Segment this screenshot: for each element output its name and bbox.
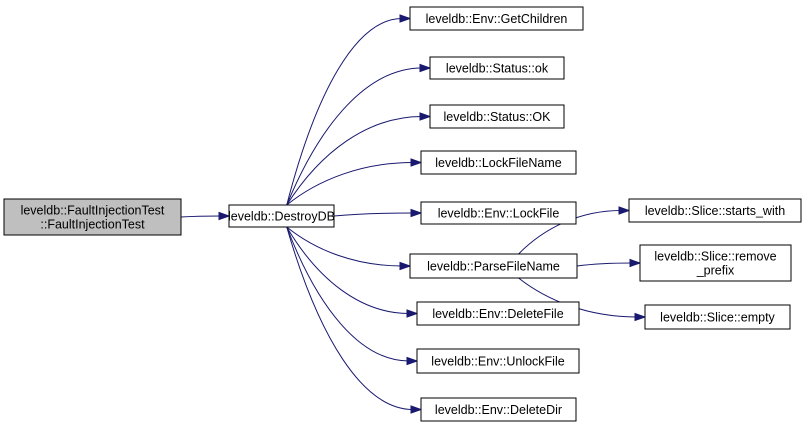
arrowhead [406, 309, 419, 318]
edge-destroydb-to-status-ok-upper [286, 116, 423, 206]
node-box[interactable] [429, 56, 565, 80]
node-box[interactable] [228, 204, 335, 228]
node-box[interactable] [628, 198, 802, 223]
node-box[interactable] [644, 304, 791, 330]
node-label-line: leveldb::LockFileName [435, 156, 561, 170]
node-box[interactable] [416, 301, 580, 326]
node-label-line: leveldb::Status::ok [446, 62, 549, 76]
edge-parsefilename-to-remove-prefix [576, 262, 633, 267]
arrowhead [410, 208, 423, 218]
node-box[interactable] [639, 244, 792, 282]
node-label-line: leveldb::FaultInjectionTest [21, 204, 165, 218]
node-lockfile[interactable]: leveldb::Env::LockFile [420, 201, 577, 225]
node-root[interactable]: leveldb::FaultInjectionTest::FaultInject… [3, 198, 182, 236]
arrowhead [634, 312, 647, 322]
node-box[interactable] [409, 253, 578, 279]
arrowhead [399, 14, 412, 23]
node-label-line: leveldb::Env::DeleteFile [432, 307, 563, 321]
arrowhead [419, 63, 432, 73]
node-remove-prefix[interactable]: leveldb::Slice::remove_prefix [639, 244, 792, 282]
node-empty[interactable]: leveldb::Slice::empty [644, 304, 791, 330]
node-label-line: leveldb::ParseFileName [427, 260, 560, 274]
node-label-line: leveldb::DestroyDB [228, 210, 335, 224]
arrowhead [419, 112, 432, 121]
node-deletedir[interactable]: leveldb::Env::DeleteDir [420, 397, 577, 422]
arrowhead [410, 158, 423, 167]
node-box[interactable] [420, 201, 577, 225]
node-label-line: leveldb::Status::OK [443, 110, 551, 124]
node-label-line: leveldb::Env::GetChildren [426, 12, 568, 26]
node-label-line: leveldb::Env::UnlockFile [431, 355, 564, 369]
edge-destroydb-to-lockfile [333, 212, 414, 217]
nodes-layer: leveldb::FaultInjectionTest::FaultInject… [3, 6, 802, 422]
edge-destroydb-to-status-ok-lower [286, 67, 423, 206]
node-status-ok-lower[interactable]: leveldb::Status::ok [429, 56, 565, 80]
node-getchildren[interactable]: leveldb::Env::GetChildren [409, 6, 584, 31]
edge-destroydb-to-lockfilename [286, 162, 414, 206]
node-label-line: leveldb::Slice::empty [660, 311, 775, 325]
node-starts-with[interactable]: leveldb::Slice::starts_with [628, 198, 802, 223]
arrowhead [618, 206, 631, 215]
node-box[interactable] [3, 198, 182, 236]
node-box[interactable] [420, 397, 577, 422]
node-box[interactable] [429, 104, 565, 129]
edge-root-to-destroydb [180, 215, 222, 218]
node-deletefile[interactable]: leveldb::Env::DeleteFile [416, 301, 580, 326]
arrowhead [406, 356, 419, 366]
arrowhead [410, 405, 423, 414]
node-unlockfile[interactable]: leveldb::Env::UnlockFile [416, 348, 580, 374]
node-box[interactable] [416, 348, 580, 374]
edge-destroydb-to-unlockfile [286, 226, 410, 362]
node-box[interactable] [409, 6, 584, 31]
node-parsefilename[interactable]: leveldb::ParseFileName [409, 253, 578, 279]
node-status-ok-upper[interactable]: leveldb::Status::OK [429, 104, 565, 129]
arrowhead [218, 211, 231, 221]
node-label-line: leveldb::Slice::remove [654, 250, 776, 264]
node-label-line: leveldb::Env::DeleteDir [435, 403, 562, 417]
node-destroydb[interactable]: leveldb::DestroyDB [228, 204, 335, 228]
node-box[interactable] [420, 150, 577, 175]
edge-destroydb-to-getchildren [286, 18, 403, 206]
arrowhead [399, 261, 412, 271]
node-lockfilename[interactable]: leveldb::LockFileName [420, 150, 577, 175]
edge-destroydb-to-deletedir [286, 226, 414, 410]
node-label-line: ::FaultInjectionTest [40, 218, 145, 232]
edge-destroydb-to-parsefilename [286, 226, 403, 267]
arrowhead [629, 258, 642, 268]
node-label-line: leveldb::Slice::starts_with [645, 204, 785, 218]
node-label-line: leveldb::Env::LockFile [438, 207, 560, 221]
node-label-line: _prefix [696, 264, 735, 278]
edge-destroydb-to-deletefile [286, 226, 410, 314]
